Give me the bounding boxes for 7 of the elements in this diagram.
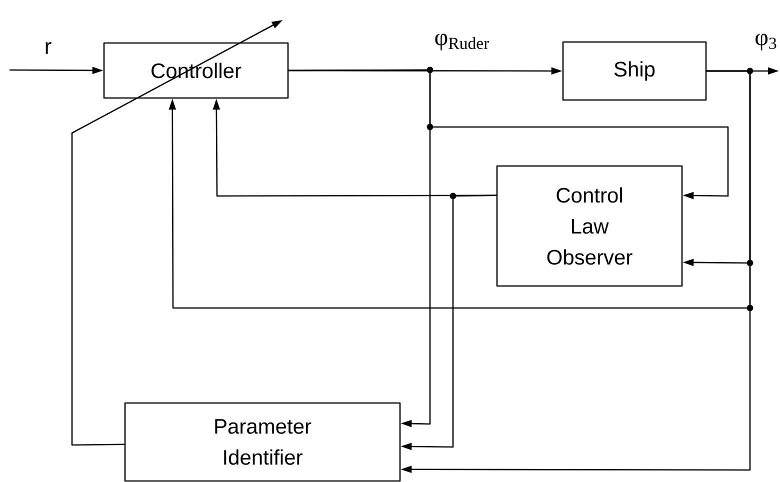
signal-label: φ$_{Ruder}$ [435, 34, 490, 50]
arrow [288, 69, 431, 428]
signal-label: φ$_{3}$ [756, 34, 776, 50]
block-box: Parameter Identifier [124, 402, 401, 482]
block-box: Control Law Observer [496, 165, 683, 287]
signal-label: r [46, 42, 52, 54]
block-box: Ship [562, 41, 707, 101]
